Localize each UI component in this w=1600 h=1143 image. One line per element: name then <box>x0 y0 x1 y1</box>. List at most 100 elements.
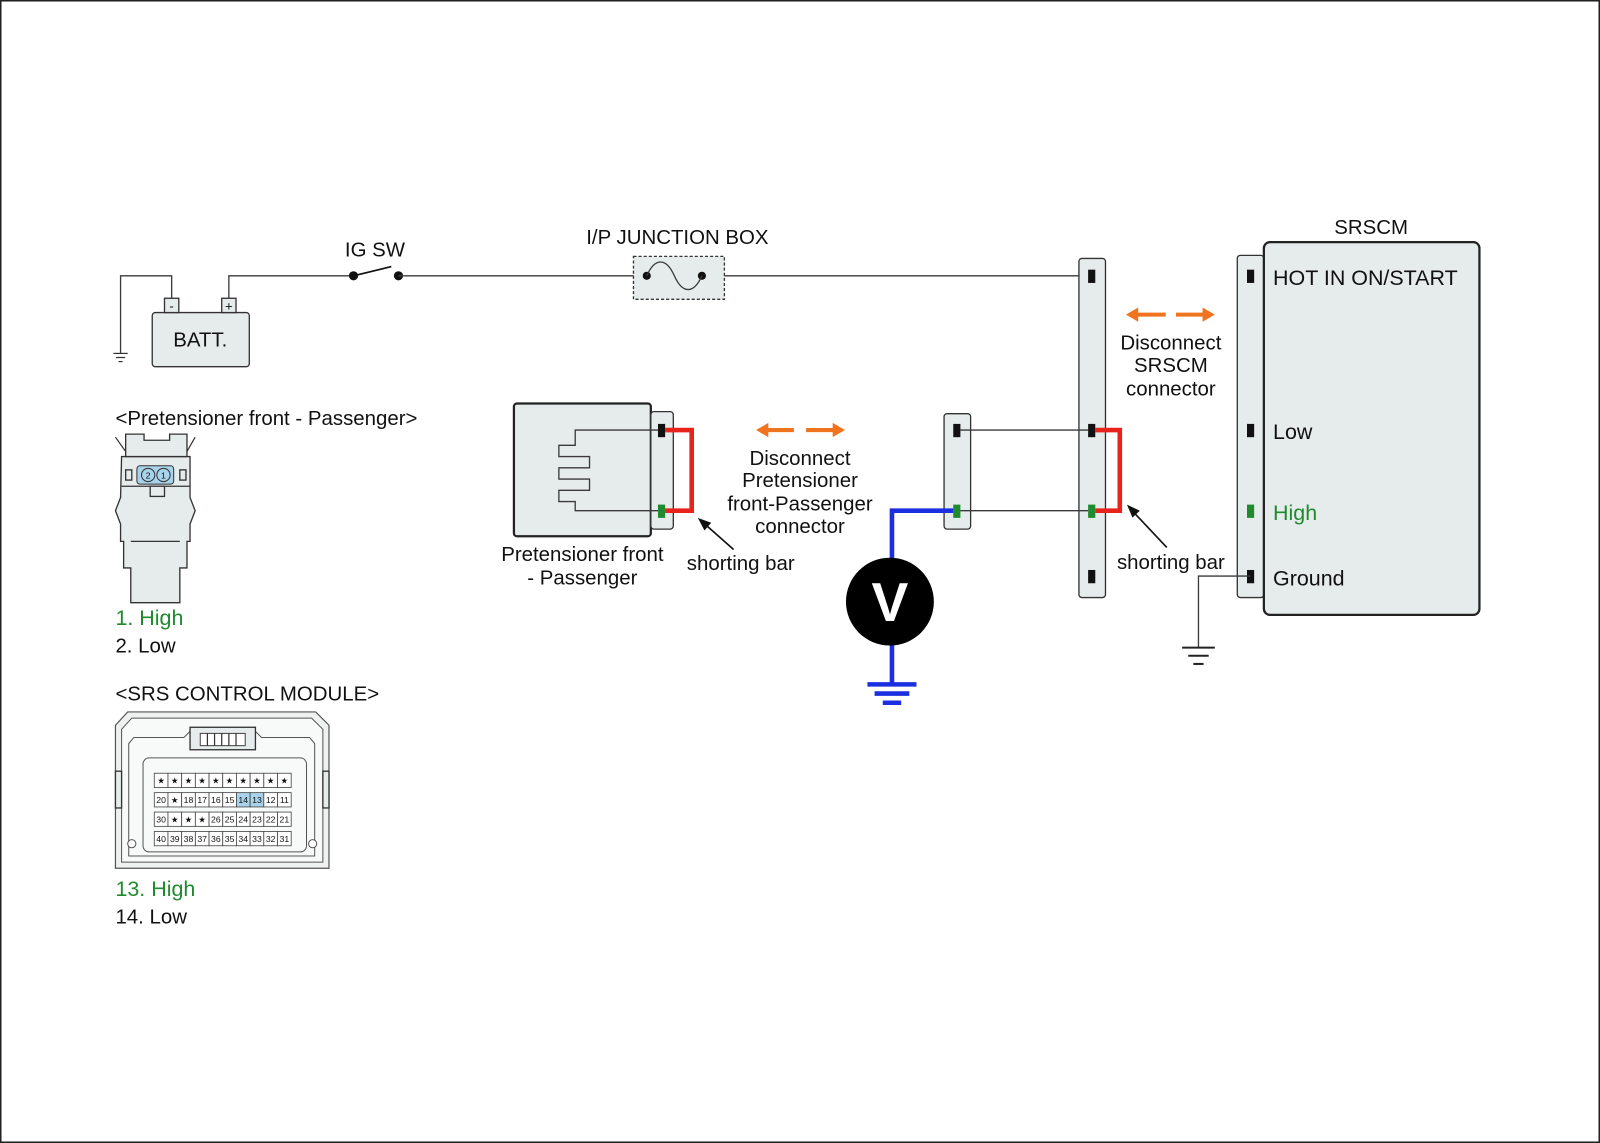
pointer-arrow-icon <box>1126 504 1168 549</box>
fuse-icon <box>642 261 707 291</box>
srs-pin-number: ★ <box>253 776 261 786</box>
srs-pin-number: 12 <box>266 795 276 805</box>
battery-body <box>151 311 250 368</box>
disconnect-pretensioner-line4: connector <box>755 516 845 538</box>
ignition-switch-label: IG SW <box>345 239 406 261</box>
disconnect-pretensioner-line3: front-Passenger <box>727 494 873 516</box>
srs-pin-number: ★ <box>239 776 247 786</box>
ground-icon <box>113 352 128 363</box>
disconnect-srscm-line2: SRSCM <box>1134 355 1208 377</box>
srs-pin-number: 26 <box>211 815 221 825</box>
shorting-bar-harness <box>1095 427 1123 514</box>
shorting-bar-pretensioner <box>665 427 694 514</box>
srs-pin-number: 13 <box>252 795 262 805</box>
harness-pin-ground <box>1088 569 1096 584</box>
srscm-pin-hot-label: HOT IN ON/START <box>1273 266 1458 290</box>
srs-pin-number: 20 <box>156 795 166 805</box>
srs-pin-number: 18 <box>184 795 194 805</box>
srs-pin-number: ★ <box>185 776 193 786</box>
srs-pin-cell <box>277 831 292 847</box>
intermediate-pin-low <box>953 423 961 438</box>
disconnect-srscm-line3: connector <box>1126 378 1216 400</box>
srs-pin-number: 22 <box>266 815 276 825</box>
srscm-pin-low-label: Low <box>1273 420 1313 444</box>
switch-icon <box>348 265 404 281</box>
battery-label: BATT. <box>173 329 227 351</box>
srs-pin-number: 30 <box>156 815 166 825</box>
srs-pin-number: ★ <box>171 815 179 825</box>
srs-pin-number: 21 <box>280 815 290 825</box>
srs-pin-number: 25 <box>225 815 235 825</box>
pretensioner-connector <box>650 410 674 530</box>
srs-pin-number: 38 <box>184 834 194 844</box>
voltmeter-probe-wire <box>889 508 954 559</box>
legend-srs-module-title: <SRS CONTROL MODULE> <box>115 684 379 706</box>
battery: - + BATT. <box>113 275 250 368</box>
srscm-pin-high <box>1246 504 1255 518</box>
voltmeter-symbol: V <box>872 571 909 633</box>
srs-pin-number: ★ <box>198 815 206 825</box>
srs-pin-number: ★ <box>171 776 179 786</box>
disconnect-pretensioner-line2: Pretensioner <box>742 470 858 492</box>
srs-pin-number: 14 <box>238 795 248 805</box>
legend-pretensioner-title: <Pretensioner front - Passenger> <box>115 408 417 430</box>
harness-pin-low <box>1088 423 1096 438</box>
ground-icon <box>1182 646 1215 665</box>
srs-pin-cell <box>277 772 292 788</box>
intermediate-connector <box>943 413 972 530</box>
battery-negative-terminal <box>163 297 180 314</box>
srs-pin-cell <box>277 792 292 808</box>
srs-pin-number: 34 <box>238 834 248 844</box>
pretensioner-label-line2: - Passenger <box>527 567 637 589</box>
disconnect-srscm-line1: Disconnect <box>1120 332 1221 354</box>
srs-pin-number: 23 <box>252 815 262 825</box>
srscm-module <box>1262 240 1481 617</box>
srs-pin-number: 11 <box>280 795 289 805</box>
disconnect-pretensioner-arrows-icon <box>756 422 845 438</box>
srs-pin-number: 16 <box>211 795 221 805</box>
pretensioner-unit <box>512 402 652 538</box>
battery-negative-wire <box>119 275 173 354</box>
legend-srs-pin-low: 14. Low <box>115 906 187 928</box>
pretensioner-squib-icon <box>558 429 658 512</box>
legend-pretensioner-pin-2: 2 <box>146 471 151 481</box>
srs-pin-number: 33 <box>252 834 262 844</box>
ground-icon <box>867 682 917 706</box>
srscm-pin-high-label: High <box>1273 501 1317 525</box>
harness-pin-high <box>1088 504 1096 518</box>
srscm-pin-hot <box>1246 269 1255 283</box>
battery-positive-wire <box>228 275 354 299</box>
srs-pin-number: ★ <box>267 776 275 786</box>
voltmeter-icon: V <box>845 557 934 646</box>
srscm-pin-low <box>1246 423 1255 438</box>
pointer-arrow-icon <box>697 517 735 551</box>
srs-pin-number: 39 <box>170 834 180 844</box>
battery-negative-label: - <box>169 299 173 314</box>
shorting-bar-pretensioner-label: shorting bar <box>687 553 795 575</box>
pretensioner-connector-drawing: 2 1 <box>114 433 196 604</box>
srs-pin-number: ★ <box>280 776 288 786</box>
legend-pretensioner-pin-low: 2. Low <box>115 636 175 658</box>
disconnect-srscm-arrows-icon <box>1125 307 1215 322</box>
srs-pin-cell <box>277 811 292 827</box>
pretensioner-pin-low <box>657 423 666 438</box>
intermediate-pin-high <box>953 504 961 518</box>
legend-pretensioner-pin-1: 1 <box>161 471 166 481</box>
srscm-pin-ground-label: Ground <box>1273 566 1345 590</box>
srs-pin-number: ★ <box>157 776 165 786</box>
pretensioner-pin-high <box>657 504 666 518</box>
srs-pin-number: 36 <box>211 834 221 844</box>
battery-positive-label: + <box>225 299 233 314</box>
srs-pin-number: 40 <box>156 834 166 844</box>
srs-pin-number: 37 <box>197 834 207 844</box>
srs-pin-number: 35 <box>225 834 235 844</box>
srs-pin-number: ★ <box>226 776 234 786</box>
legend-pretensioner-pin-high: 1. High <box>115 606 183 630</box>
srs-pin-number: ★ <box>212 776 220 786</box>
srs-pin-number: 17 <box>197 795 207 805</box>
harness-pin-hot <box>1088 269 1096 283</box>
srs-pin-number: ★ <box>171 795 179 805</box>
